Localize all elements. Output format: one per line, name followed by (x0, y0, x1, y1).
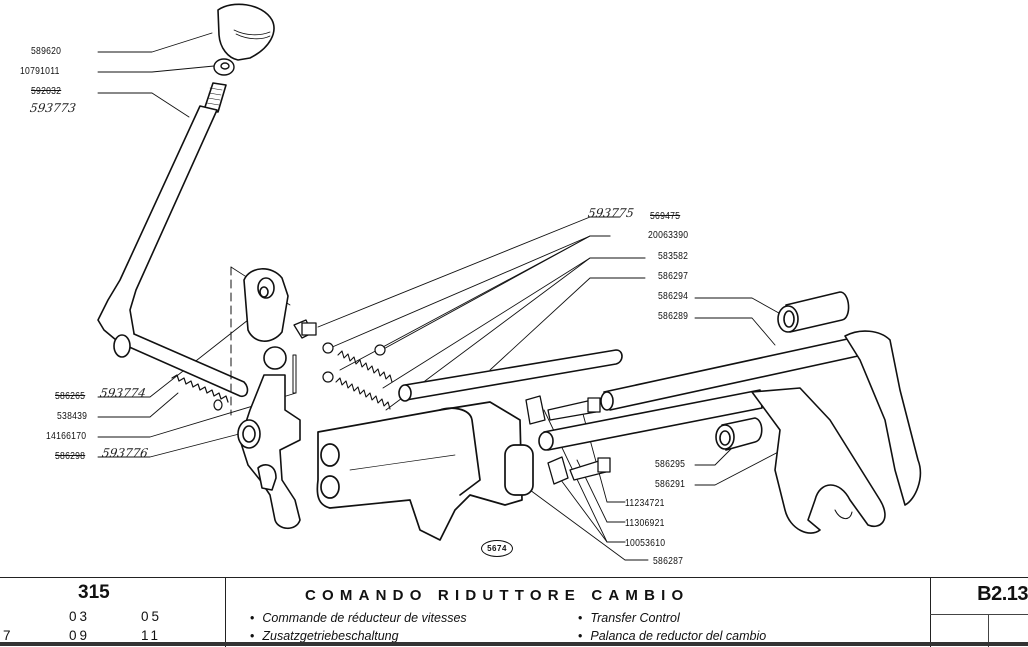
shift-lever (97, 82, 249, 398)
callout-586294: 586294 (658, 290, 689, 302)
knob-nut (213, 58, 235, 76)
leader-20063390c (339, 235, 611, 371)
bolts-right (547, 397, 611, 481)
version-11: 11 (141, 628, 162, 643)
handwritten-593774: 593774 (99, 386, 147, 400)
callout-14166170: 14166170 (46, 430, 87, 442)
leader-20063390a (329, 235, 611, 349)
exploded-parts-drawing (97, 3, 922, 561)
handwritten-593776: 593776 (101, 446, 149, 460)
roll-pin (292, 354, 297, 394)
subtitle-fr: Commande de réducteur de vitesses (250, 611, 466, 625)
rod-586291 (538, 389, 763, 451)
leader-586298 (97, 432, 244, 458)
callout-586289: 586289 (658, 310, 689, 322)
bushing-586295 (715, 417, 763, 451)
transfer-housing (316, 401, 534, 541)
bushing-586294 (777, 291, 850, 333)
leader-538439 (97, 392, 179, 418)
model-cell: 315 03 05 7 09 11 (0, 578, 226, 647)
callout-10791011: 10791011 (20, 65, 60, 77)
fork-front (751, 387, 886, 534)
gear-knob (217, 3, 275, 61)
leader-586289 (694, 317, 776, 346)
diagram-code-badge: 5674 (481, 540, 513, 557)
leader-569475 (317, 216, 621, 328)
callout-589620: 589620 (31, 45, 62, 57)
lock-plates (525, 395, 569, 485)
divider (930, 614, 1028, 615)
subtitle-de: Zusatzgetriebeschaltung (250, 629, 398, 643)
springs-center (335, 350, 393, 410)
callout-586265: 586265 (55, 390, 86, 402)
fork-rear (844, 330, 922, 506)
title-cell: COMANDO RIDUTTORE CAMBIO Commande de réd… (225, 578, 931, 647)
detent-balls (322, 342, 386, 383)
bottom-edge (0, 642, 1028, 646)
callout-538439: 538439 (57, 410, 88, 422)
page-code-cell: B2.13 (930, 578, 1028, 647)
ball-lever (237, 346, 301, 530)
subtitle-en: Transfer Control (578, 611, 679, 625)
callout-586287: 586287 (653, 555, 684, 567)
callout-586297: 586297 (658, 270, 689, 282)
callout-586298: 586298 (55, 450, 86, 462)
page-code: B2.13 (977, 583, 1028, 605)
callout-10053610: 10053610 (625, 537, 666, 549)
leader-14166170 (97, 392, 297, 438)
clevis-block (243, 268, 289, 342)
version-7: 7 (3, 628, 14, 643)
leader-589620 (97, 32, 213, 53)
leader-11306921 (576, 459, 626, 523)
small-bolt (293, 319, 317, 339)
callout-11306921: 11306921 (625, 517, 665, 529)
leader-592032 (97, 92, 190, 118)
version-03: 03 (69, 609, 91, 624)
leader-586294 (694, 297, 787, 318)
callout-569475: 569475 (650, 210, 681, 222)
subtitle-es: Palanca de reductor del cambio (578, 629, 766, 643)
divider (988, 614, 989, 647)
callout-586291: 586291 (655, 478, 686, 490)
page-title: COMANDO RIDUTTORE CAMBIO (305, 587, 690, 604)
leader-586265 (97, 319, 249, 398)
leader-586287 (529, 489, 649, 561)
leader-20063390b (377, 235, 611, 353)
rod-586297 (398, 349, 623, 402)
leader-586297 (489, 277, 646, 371)
callout-592032: 592032 (31, 85, 62, 97)
callout-586295: 586295 (655, 458, 686, 470)
model-number: 315 (78, 582, 110, 603)
leader-10053610b (554, 471, 626, 543)
callout-11234721: 11234721 (625, 497, 665, 509)
handwritten-593775: 593775 (587, 206, 635, 220)
title-block: 315 03 05 7 09 11 COMANDO RIDUTTORE CAMB… (0, 577, 1028, 647)
spring-538439 (171, 374, 229, 411)
leader-583582b (385, 257, 646, 411)
callout-20063390: 20063390 (648, 229, 689, 241)
callout-583582: 583582 (658, 250, 689, 262)
leader-586295 (694, 444, 736, 466)
leader-lines (97, 32, 831, 561)
version-05: 05 (141, 609, 163, 624)
version-09: 09 (69, 628, 91, 643)
leader-10791011 (97, 65, 215, 73)
handwritten-593773: 593773 (29, 101, 77, 115)
